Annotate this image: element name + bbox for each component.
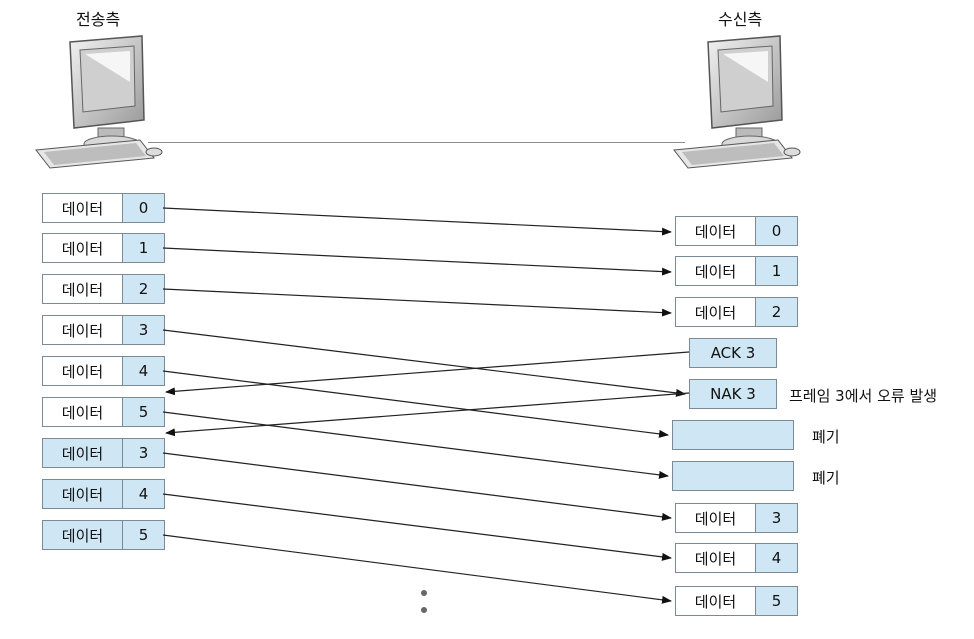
resent-frame-4-arrow (162, 493, 672, 561)
frame-0-arrow (162, 207, 672, 236)
received-frame-seq: 3 (756, 504, 797, 532)
sent-frame: 데이터 0 (42, 193, 165, 223)
sent-frame-label: 데이터 (43, 275, 123, 303)
sent-frame-seq: 3 (123, 316, 164, 344)
received-frame: 데이터 4 (675, 543, 798, 573)
received-frame-seq: 0 (756, 217, 797, 245)
sender-title: 전송측 (76, 10, 121, 29)
sent-frame-label: 데이터 (43, 194, 123, 222)
sent-frame-label: 데이터 (43, 439, 123, 467)
received-frame: 데이터 3 (675, 503, 798, 533)
received-frame-label: 데이터 (676, 504, 756, 532)
received-frame: 데이터 5 (675, 586, 798, 616)
link-line (148, 142, 685, 143)
frame-4-arrow (162, 370, 669, 438)
received-frame-seq: 4 (756, 544, 797, 572)
continuation-dot (421, 590, 427, 596)
received-frame-label: 데이터 (676, 298, 756, 326)
sent-frame: 데이터 1 (42, 233, 165, 263)
received-frame-label: 데이터 (676, 257, 756, 285)
sent-frame: 데이터 3 (42, 315, 165, 345)
received-frame-seq: 5 (756, 587, 797, 615)
resent-frame: 데이터 3 (42, 438, 165, 468)
sent-frame-seq: 1 (123, 234, 164, 262)
resent-frame-3-arrow (162, 452, 672, 521)
resent-frame-5-arrow (162, 534, 672, 604)
sent-frame: 데이터 5 (42, 397, 165, 427)
frame-3-arrow (162, 329, 686, 397)
sent-frame-seq: 5 (123, 398, 164, 426)
received-frame-label: 데이터 (676, 217, 756, 245)
sent-frame-label: 데이터 (43, 357, 123, 385)
receiver-computer-icon (673, 35, 801, 169)
received-frame: 데이터 1 (675, 256, 798, 286)
frame-2-arrow (162, 288, 672, 317)
sent-frame-seq: 4 (123, 480, 164, 508)
sent-frame-label: 데이터 (43, 234, 123, 262)
sent-frame-label: 데이터 (43, 316, 123, 344)
sent-frame-seq: 4 (123, 357, 164, 385)
frame-1-arrow (162, 247, 672, 276)
ack-arrow (165, 351, 690, 396)
received-frame-seq: 2 (756, 298, 797, 326)
resent-frame: 데이터 5 (42, 520, 165, 550)
discard-note: 폐기 (812, 469, 840, 487)
resent-frame: 데이터 4 (42, 479, 165, 509)
sent-frame: 데이터 2 (42, 274, 165, 304)
nak-frame: NAK 3 (689, 379, 777, 409)
sent-frame-seq: 5 (123, 521, 164, 549)
sent-frame-label: 데이터 (43, 480, 123, 508)
received-frame-seq: 1 (756, 257, 797, 285)
continuation-dot (421, 607, 427, 613)
discard-note: 폐기 (812, 428, 840, 446)
sent-frame-label: 데이터 (43, 521, 123, 549)
nak-arrow (165, 392, 690, 437)
sent-frame-label: 데이터 (43, 398, 123, 426)
received-frame: 데이터 0 (675, 216, 798, 246)
received-frame-label: 데이터 (676, 544, 756, 572)
error-note: 프레임 3에서 오류 발생 (789, 387, 938, 405)
ack-frame: ACK 3 (689, 338, 777, 368)
received-frame: 데이터 2 (675, 297, 798, 327)
received-frame-label: 데이터 (676, 587, 756, 615)
sent-frame-seq: 3 (123, 439, 164, 467)
discarded-frame (672, 420, 794, 450)
sender-computer-icon (35, 35, 163, 169)
frame-5-arrow (162, 411, 669, 479)
receiver-title: 수신측 (718, 10, 763, 29)
sent-frame: 데이터 4 (42, 356, 165, 386)
sent-frame-seq: 2 (123, 275, 164, 303)
sent-frame-seq: 0 (123, 194, 164, 222)
discarded-frame (672, 461, 794, 491)
